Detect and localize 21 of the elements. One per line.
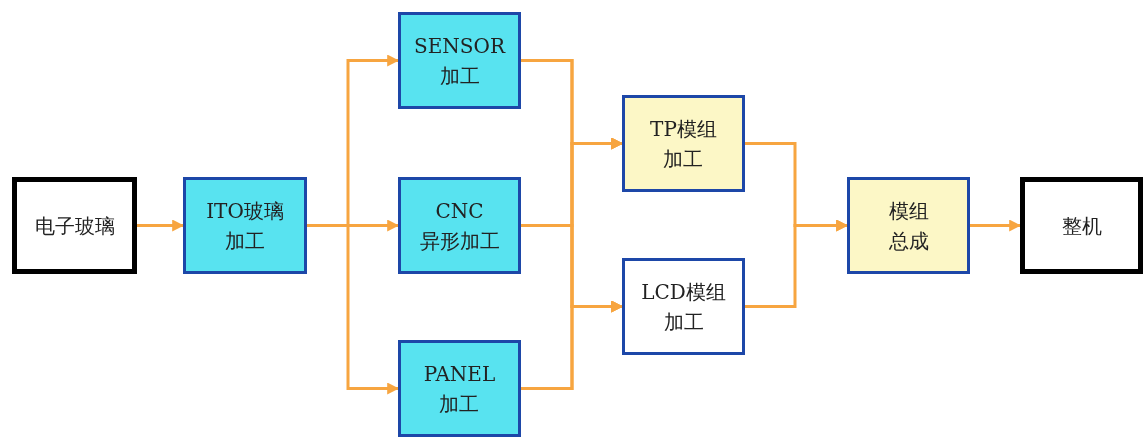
box-label: 电子玻璃 <box>34 212 115 240</box>
box-label: CNC异形加工 <box>419 197 500 255</box>
arrow <box>137 219 185 232</box>
box-label: 整机 <box>1061 212 1102 240</box>
process-box <box>398 340 521 437</box>
box-label: TP模组加工 <box>650 115 717 173</box>
process-box <box>12 177 137 274</box>
box-label: LCD模组加工 <box>641 278 726 336</box>
box-label: SENSOR加工 <box>414 32 505 90</box>
arrow <box>970 219 1022 232</box>
process-box <box>398 177 521 274</box>
process-box <box>398 12 521 109</box>
box-label: PANEL加工 <box>423 360 496 418</box>
process-box <box>622 258 745 355</box>
process-box <box>1020 177 1143 274</box>
arrow <box>521 300 624 390</box>
process-box <box>622 95 745 192</box>
box-label: ITO玻璃加工 <box>206 197 284 255</box>
box-label: 模组总成 <box>888 197 929 255</box>
process-box <box>183 177 307 274</box>
process-box <box>847 177 970 274</box>
